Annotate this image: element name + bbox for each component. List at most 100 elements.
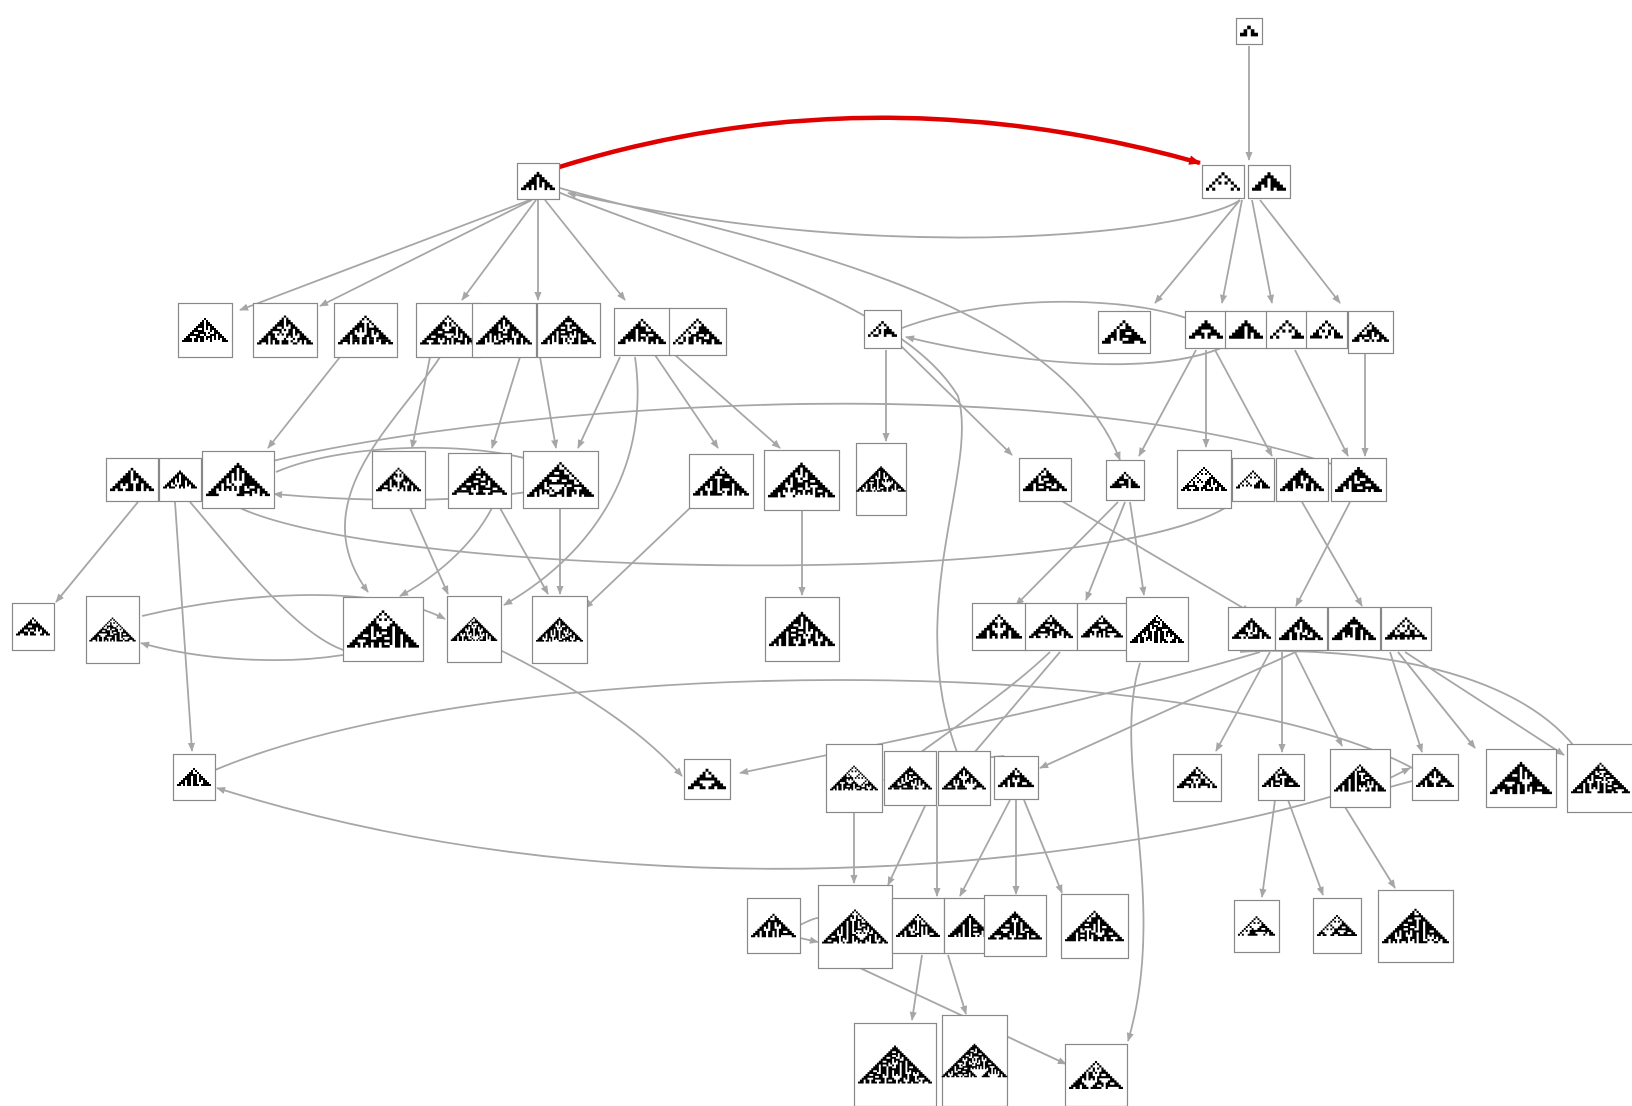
graph-edge bbox=[1294, 651, 1343, 747]
cellular-automaton-pattern-icon bbox=[110, 467, 154, 492]
cellular-automaton-pattern-icon bbox=[998, 767, 1034, 788]
cellular-automaton-pattern-icon bbox=[1189, 320, 1223, 339]
graph-node bbox=[1566, 743, 1632, 814]
cellular-automaton-pattern-icon bbox=[16, 617, 50, 636]
cellular-automaton-pattern-icon bbox=[942, 766, 986, 790]
graph-node bbox=[1227, 606, 1277, 652]
graph-node bbox=[825, 743, 884, 814]
graph-node bbox=[1105, 459, 1146, 502]
cellular-automaton-pattern-icon bbox=[896, 913, 940, 938]
cellular-automaton-pattern-icon bbox=[1236, 470, 1270, 489]
graph-node bbox=[1125, 596, 1190, 663]
cellular-automaton-pattern-icon bbox=[257, 315, 313, 345]
cellular-automaton-pattern-icon bbox=[177, 768, 211, 786]
graph-edge bbox=[1389, 651, 1423, 753]
cellular-automaton-pattern-icon bbox=[206, 462, 270, 497]
cellular-automaton-pattern-icon bbox=[1490, 761, 1552, 795]
cellular-automaton-pattern-icon bbox=[182, 318, 228, 342]
graph-node bbox=[1235, 17, 1264, 46]
graph-edge bbox=[799, 917, 819, 926]
cellular-automaton-pattern-icon bbox=[941, 1043, 1008, 1078]
cellular-automaton-pattern-icon bbox=[1081, 615, 1123, 638]
graph-node bbox=[1172, 753, 1223, 803]
cellular-automaton-pattern-icon bbox=[1177, 766, 1217, 789]
graph-edge bbox=[490, 356, 521, 449]
graph-edge bbox=[1126, 662, 1145, 1042]
graph-node bbox=[177, 302, 234, 359]
graph-node bbox=[1327, 606, 1382, 652]
cellular-automaton-pattern-icon bbox=[452, 466, 507, 495]
cellular-automaton-pattern-icon bbox=[376, 467, 421, 492]
graph-edge bbox=[140, 641, 344, 662]
graph-node bbox=[1018, 457, 1073, 503]
cellular-automaton-pattern-icon bbox=[1130, 615, 1184, 643]
graph-node bbox=[471, 302, 538, 359]
graph-edge bbox=[214, 679, 1417, 771]
graph-node bbox=[941, 1014, 1009, 1106]
graph-node bbox=[764, 596, 841, 663]
graph-edge bbox=[1154, 199, 1241, 304]
graph-node bbox=[516, 162, 561, 201]
cellular-automaton-pattern-icon bbox=[1385, 617, 1427, 640]
graph-edge bbox=[1301, 501, 1363, 607]
graph-node bbox=[746, 897, 802, 955]
graph-node bbox=[333, 302, 399, 359]
cellular-automaton-pattern-icon bbox=[1229, 320, 1263, 339]
cellular-automaton-pattern-icon bbox=[976, 614, 1022, 639]
graph-node bbox=[1377, 889, 1455, 964]
graph-node bbox=[688, 453, 755, 510]
graph-node bbox=[1329, 748, 1392, 809]
graph-node bbox=[446, 595, 503, 664]
cellular-automaton-pattern-icon bbox=[868, 321, 897, 337]
graph-node bbox=[971, 602, 1028, 652]
graph-edge bbox=[267, 356, 341, 449]
graph-edge bbox=[55, 501, 139, 603]
graph-edge bbox=[499, 649, 683, 777]
graph-edge bbox=[905, 335, 1227, 366]
graph-edge bbox=[1059, 499, 1251, 613]
graph-edge bbox=[567, 191, 1241, 239]
graph-edge bbox=[584, 507, 691, 609]
graph-node bbox=[342, 596, 425, 663]
graph-edge bbox=[877, 300, 1221, 341]
graph-node bbox=[536, 302, 602, 359]
graph-edge bbox=[409, 507, 449, 595]
graph-edge bbox=[239, 402, 1351, 471]
graph-node bbox=[1233, 899, 1281, 954]
cellular-automaton-pattern-icon bbox=[1262, 766, 1300, 788]
highlighted-edge bbox=[555, 115, 1202, 171]
graph-edge bbox=[344, 356, 441, 593]
graph-edge bbox=[1239, 649, 1581, 755]
cellular-automaton-pattern-icon bbox=[673, 318, 722, 345]
cellular-automaton-pattern-icon bbox=[1352, 322, 1389, 342]
cellular-automaton-pattern-icon bbox=[347, 610, 419, 648]
cellular-automaton-pattern-icon bbox=[1382, 908, 1449, 944]
cellular-automaton-pattern-icon bbox=[1252, 172, 1286, 191]
cellular-automaton-pattern-icon bbox=[768, 462, 835, 498]
graph-node bbox=[817, 884, 894, 970]
cellular-automaton-pattern-icon bbox=[688, 768, 726, 790]
graph-node bbox=[1076, 602, 1129, 652]
cellular-automaton-pattern-icon bbox=[1069, 1060, 1123, 1090]
graph-node bbox=[613, 307, 672, 357]
graph-node bbox=[1257, 753, 1306, 802]
graph-edge bbox=[1214, 349, 1273, 457]
graph-edge bbox=[1220, 199, 1243, 304]
node-layer bbox=[11, 17, 1632, 1106]
cellular-automaton-pattern-icon bbox=[1206, 172, 1240, 191]
graph-edge bbox=[1023, 799, 1063, 894]
graph-node bbox=[201, 450, 276, 510]
graph-node bbox=[853, 1022, 938, 1106]
graph-edge bbox=[174, 501, 196, 752]
cellular-automaton-pattern-icon bbox=[527, 462, 594, 497]
cellular-automaton-pattern-icon bbox=[856, 466, 906, 492]
cellular-automaton-pattern-icon bbox=[988, 911, 1042, 940]
graph-node bbox=[668, 307, 728, 357]
cellular-automaton-pattern-icon bbox=[541, 315, 596, 345]
graph-edge bbox=[410, 356, 431, 449]
graph-node bbox=[1176, 449, 1233, 510]
graph-node bbox=[11, 602, 56, 652]
graph-edge bbox=[319, 199, 533, 307]
graph-edge bbox=[1295, 501, 1351, 607]
cellular-automaton-pattern-icon bbox=[1310, 320, 1343, 339]
